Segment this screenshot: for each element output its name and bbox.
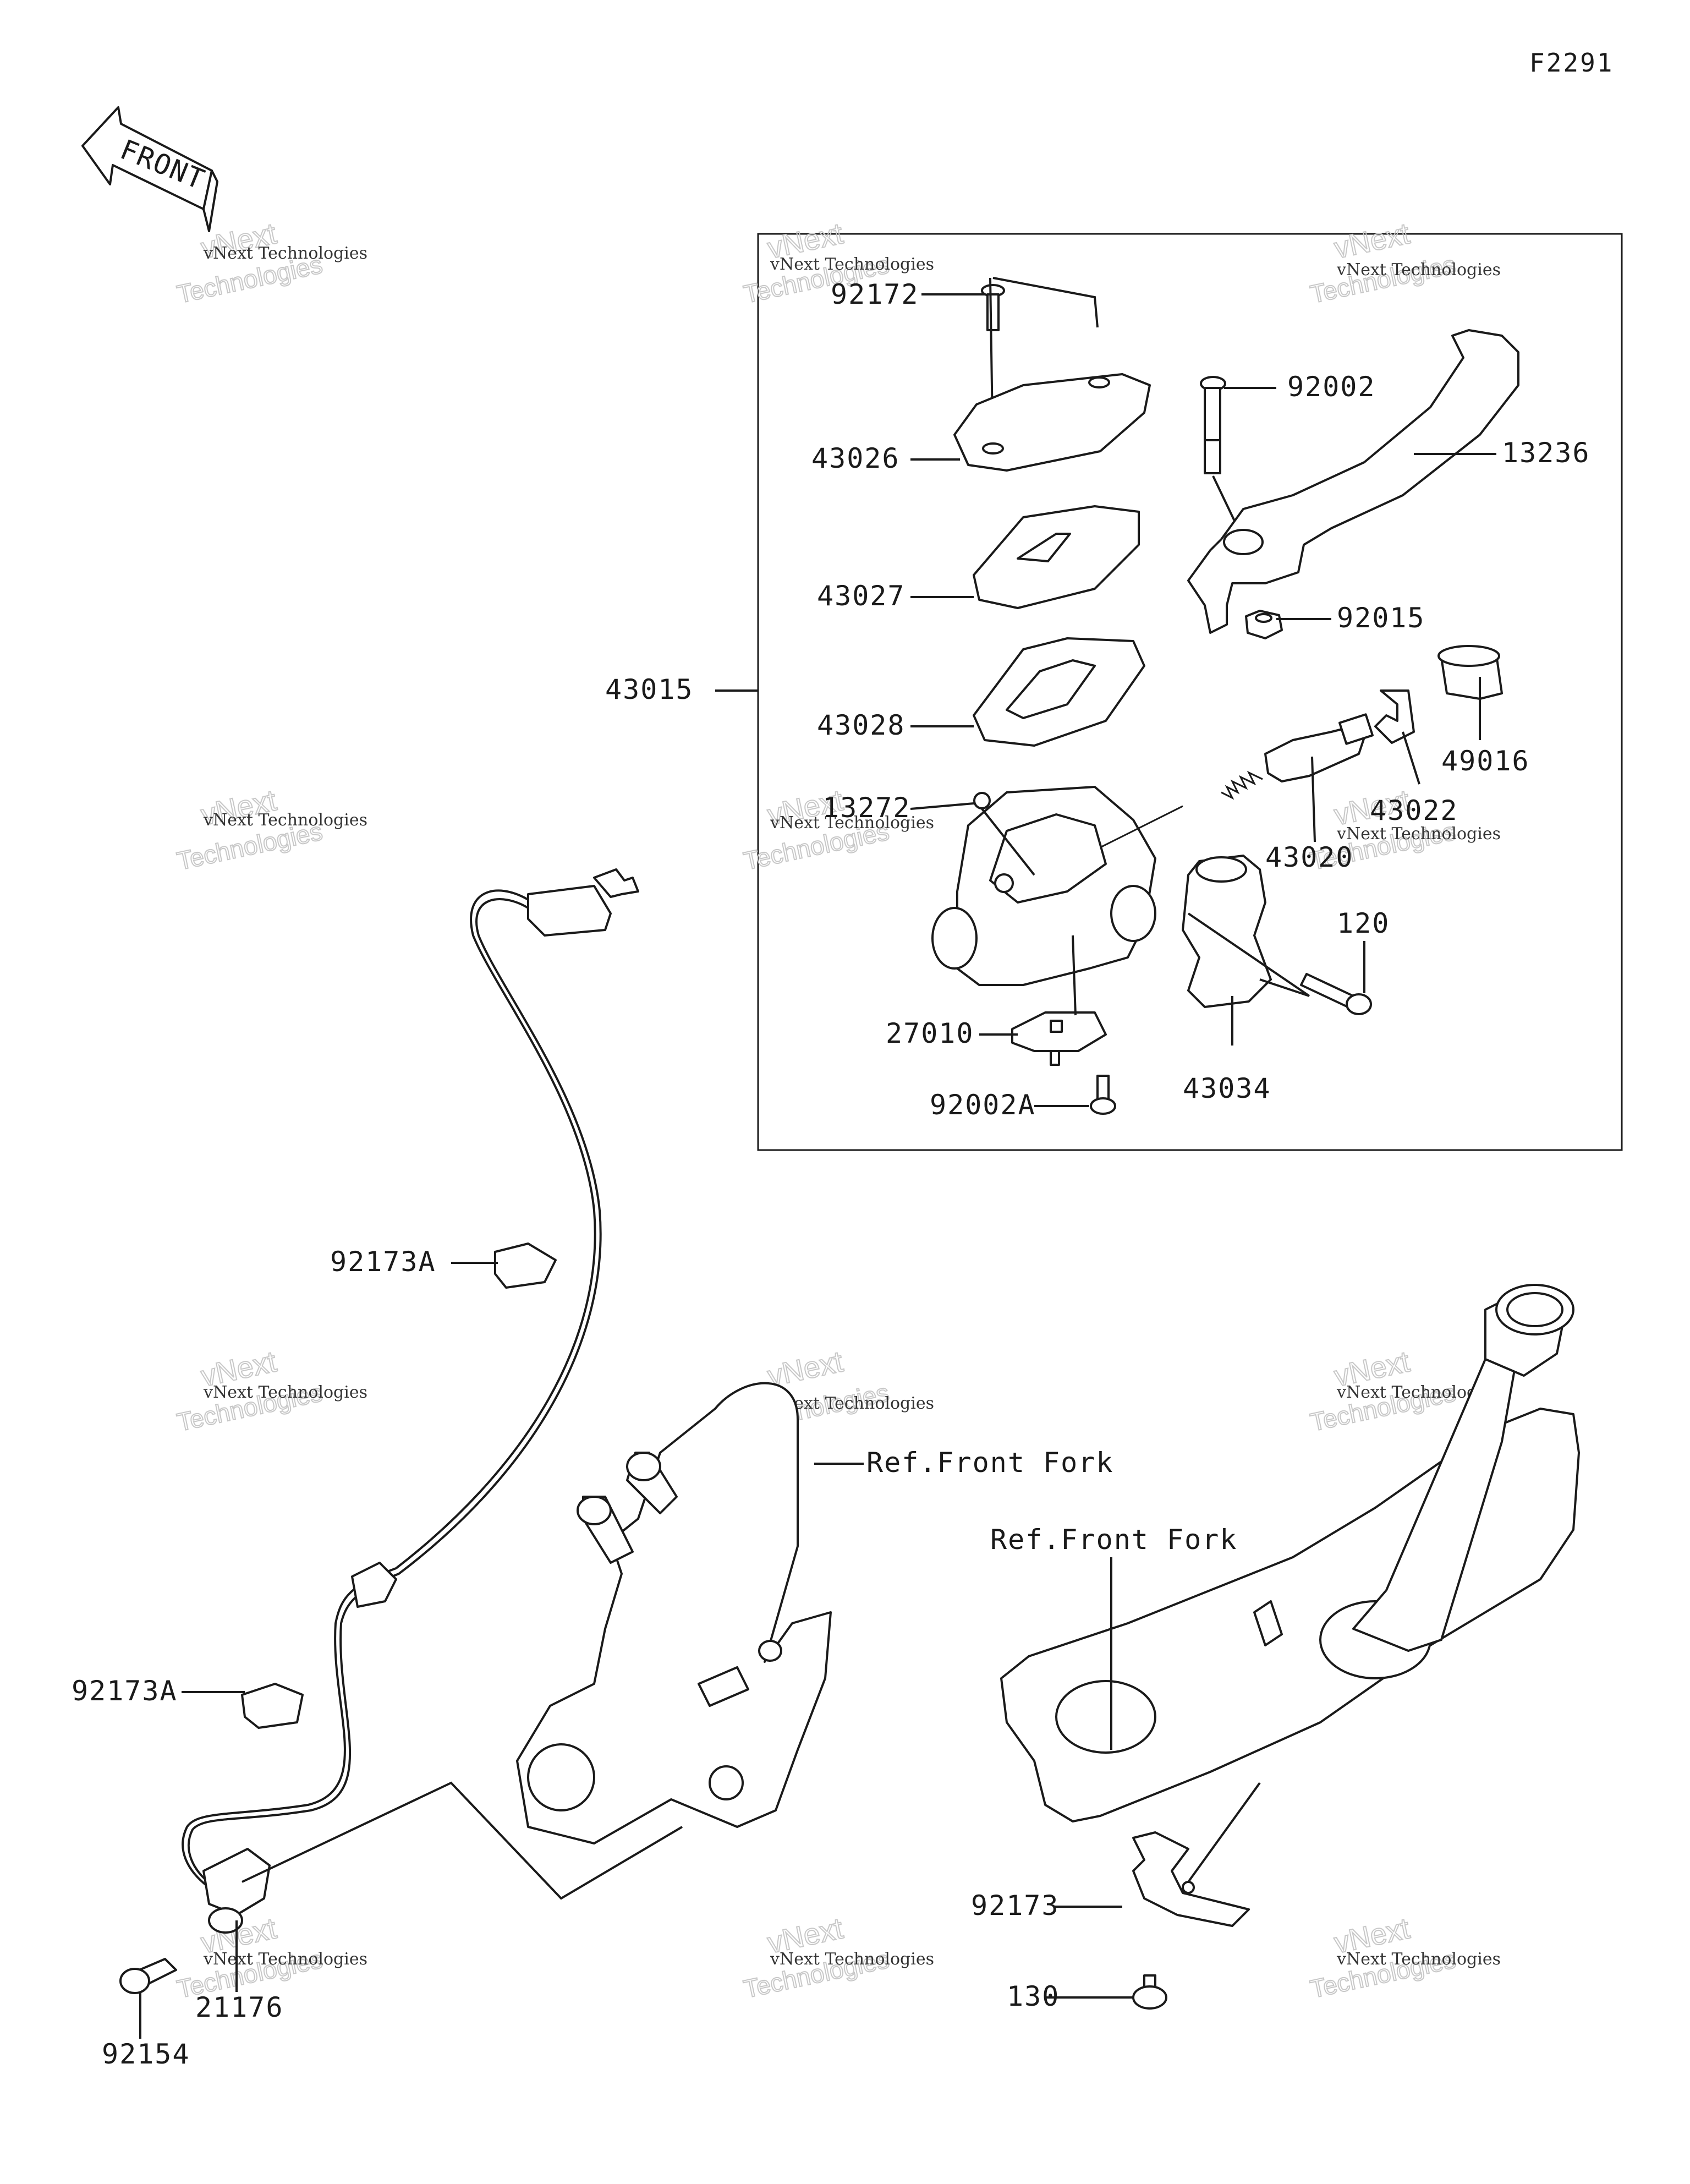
- label-92154: 92154: [102, 2038, 190, 2070]
- clamp-bolt-icon: [1300, 973, 1372, 1015]
- label-43027: 43027: [817, 580, 906, 612]
- label-43028: 43028: [817, 709, 906, 741]
- svg-text:vNext Technologies: vNext Technologies: [203, 811, 367, 830]
- brake-lever-icon: [1187, 329, 1519, 634]
- axis-line: [1100, 805, 1183, 849]
- diaphragm-plate-icon: [973, 505, 1140, 609]
- pivot-bolt-icon: [1200, 376, 1226, 474]
- reservoir-cap-icon: [953, 373, 1151, 472]
- label-ref-front-fork-upper: Ref.Front Fork: [866, 1447, 1113, 1479]
- handlebar-clamp-icon: [1182, 855, 1272, 1008]
- label-43015: 43015: [605, 674, 694, 705]
- label-43026: 43026: [811, 442, 900, 474]
- label-130: 130: [1007, 1980, 1060, 2012]
- front-fork-right-icon: [1000, 1284, 1580, 1822]
- label-92173a-lower: 92173A: [72, 1675, 178, 1707]
- label-27010: 27010: [886, 1017, 974, 1049]
- svg-text:vNext Technologies: vNext Technologies: [203, 1950, 367, 1969]
- piston-assembly-icon: [1221, 713, 1374, 800]
- bolt-130-icon: [1132, 1974, 1167, 2010]
- diagram-code: F2291: [1529, 48, 1614, 78]
- label-92015: 92015: [1337, 602, 1425, 634]
- master-cylinder-body-icon: [931, 786, 1156, 986]
- bleeder-screw-icon: [973, 792, 991, 809]
- leader-lines: [139, 293, 1496, 2039]
- label-43022: 43022: [1370, 795, 1458, 826]
- bracket-92173-icon: [1132, 1831, 1250, 1927]
- svg-text:vNext Technologies: vNext Technologies: [770, 813, 934, 833]
- svg-text:vNext Technologies: vNext Technologies: [1336, 824, 1501, 844]
- brake-switch-icon: [1011, 1011, 1107, 1066]
- label-43020: 43020: [1265, 841, 1354, 873]
- label-21176: 21176: [195, 1991, 284, 2023]
- screw-92002a-icon: [1090, 1075, 1116, 1115]
- screw-92172-icon: [981, 284, 1005, 331]
- nut-92015-icon: [1245, 610, 1283, 639]
- watermark-text: vNext Technologies: [203, 244, 367, 263]
- leader-line: [1187, 1782, 1261, 1883]
- front-arrow-icon: FRONT: [81, 106, 218, 232]
- label-92172: 92172: [831, 278, 919, 310]
- svg-text:vNext Technologies: vNext Technologies: [1336, 260, 1501, 280]
- svg-text:vNext Technologies: vNext Technologies: [1336, 1950, 1501, 1969]
- front-fork-left-icon: [516, 1382, 832, 1844]
- label-13236: 13236: [1502, 437, 1590, 469]
- sensor-cable-icon: [119, 868, 639, 1994]
- label-120: 120: [1337, 907, 1390, 939]
- dust-boot-icon: [1437, 645, 1503, 700]
- label-49016: 49016: [1441, 745, 1530, 777]
- circlip-icon: [1374, 689, 1415, 744]
- label-92173a-upper: 92173A: [330, 1246, 436, 1278]
- label-13272: 13272: [822, 792, 911, 824]
- label-92002a: 92002A: [930, 1089, 1036, 1121]
- svg-text:vNext Technologies: vNext Technologies: [770, 255, 934, 274]
- label-43034: 43034: [1183, 1072, 1271, 1104]
- assembly-box: [757, 233, 1623, 1151]
- label-ref-front-fork-lower: Ref.Front Fork: [990, 1524, 1237, 1556]
- svg-text:vNext Technologies: vNext Technologies: [770, 1950, 934, 1969]
- label-92173: 92173: [971, 1890, 1060, 1922]
- svg-text:vNext Technologies: vNext Technologies: [203, 1383, 367, 1402]
- label-92002: 92002: [1287, 371, 1376, 403]
- svg-text:vNext: vNext: [1331, 217, 1413, 265]
